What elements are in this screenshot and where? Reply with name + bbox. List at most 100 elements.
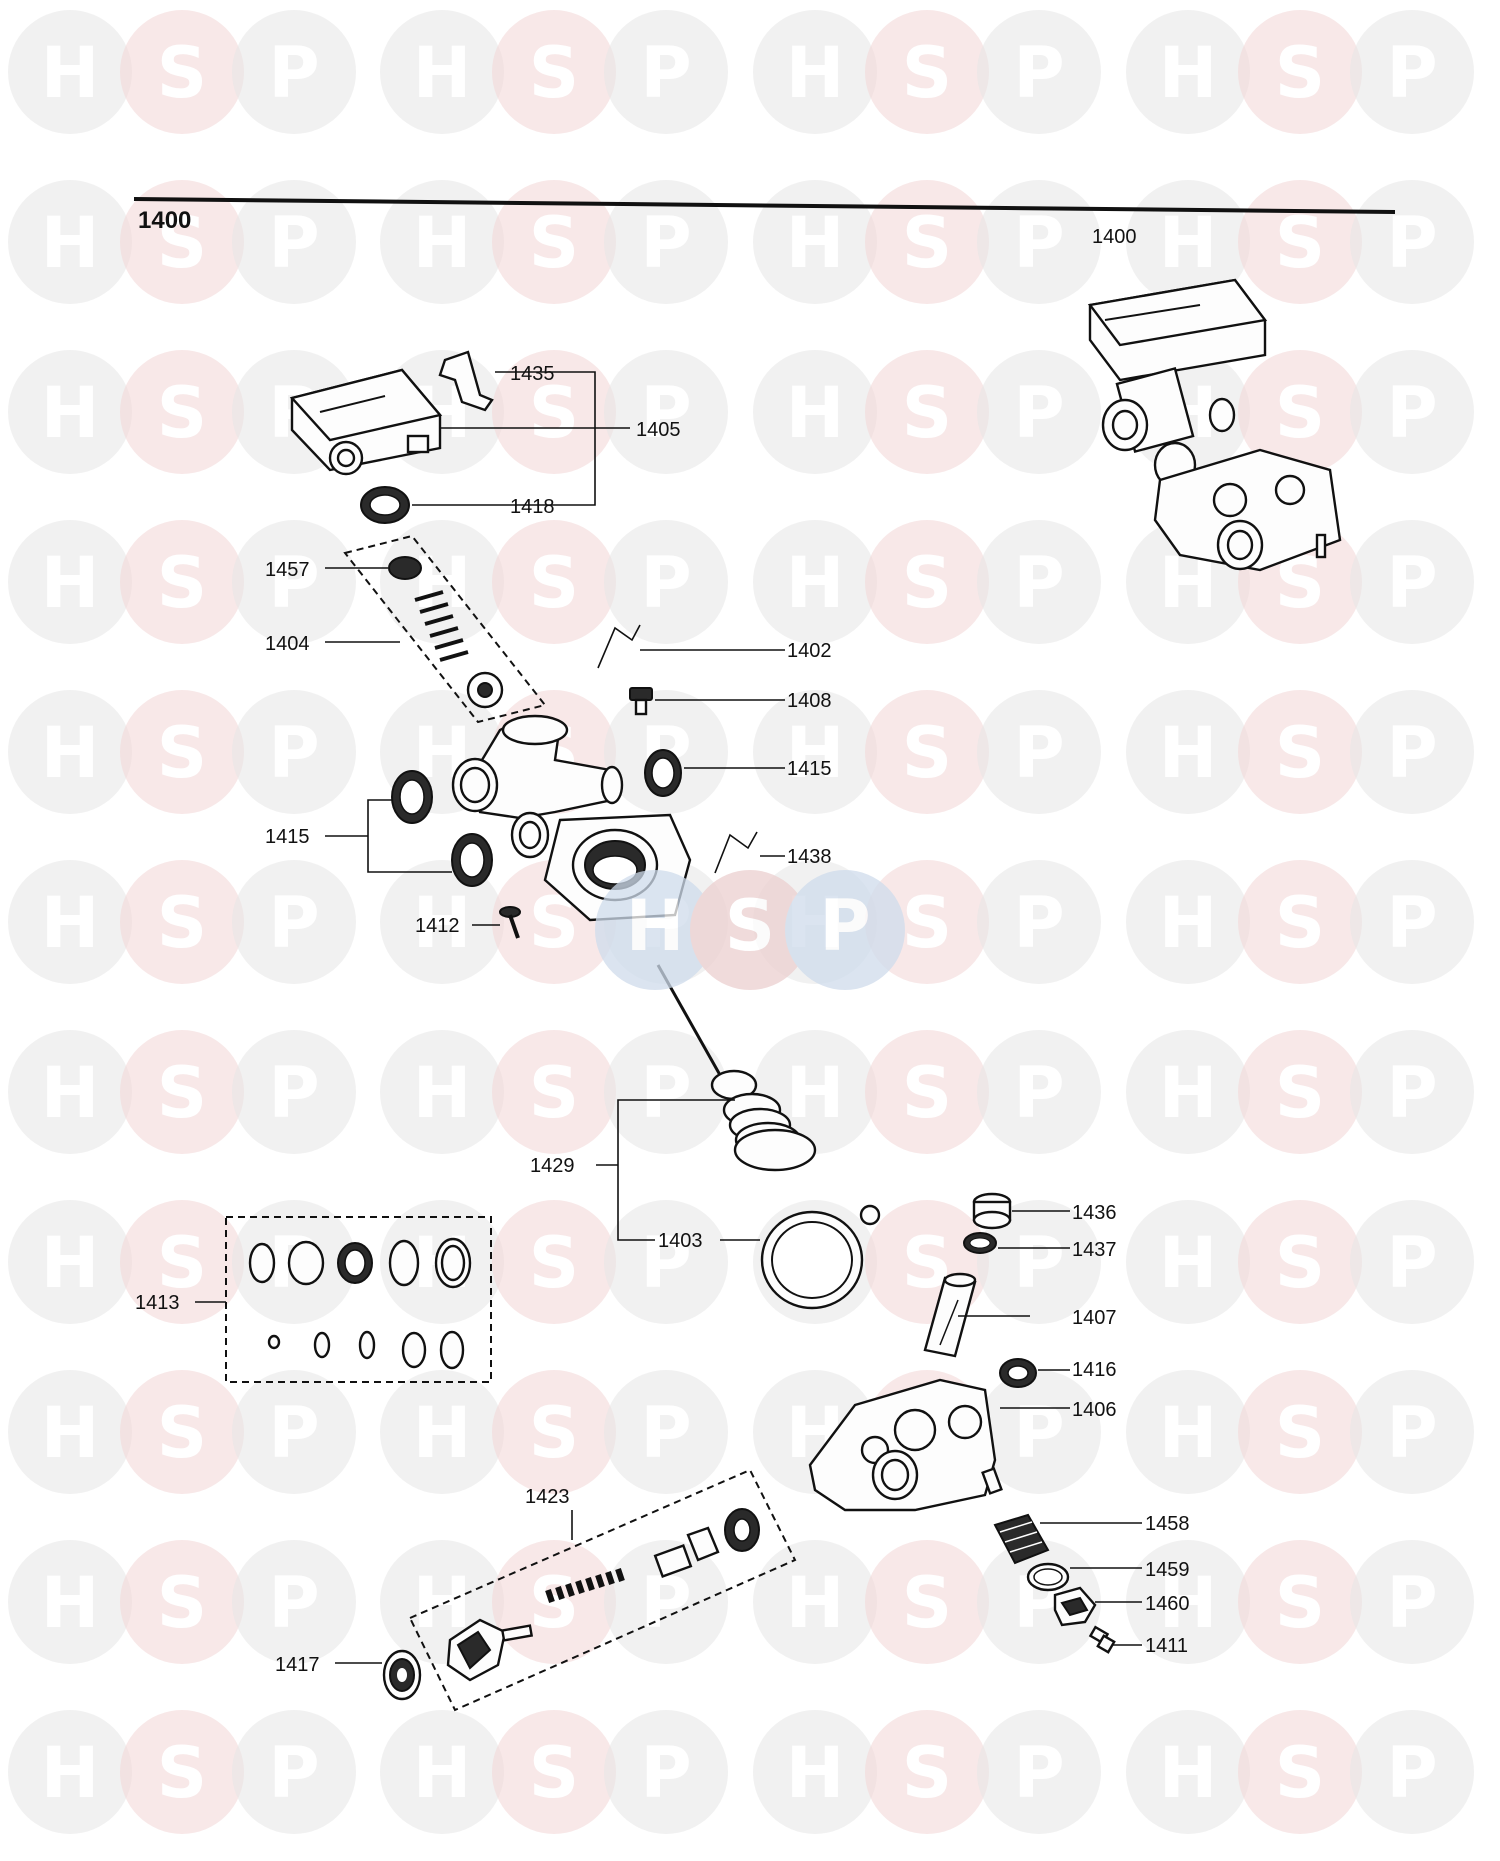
nut-1460[interactable] — [1053, 1586, 1097, 1627]
valve-housing-1406[interactable] — [808, 1378, 1003, 1512]
plug-1408[interactable] — [629, 687, 653, 716]
washer-1415-upper-left[interactable] — [391, 770, 433, 824]
watermark-letter: H — [1159, 1392, 1218, 1474]
watermark-letter: P — [268, 712, 319, 794]
valve-cover[interactable] — [289, 368, 443, 476]
callout-1423: 1423 — [525, 1486, 570, 1508]
watermark-letter: S — [902, 1732, 952, 1814]
drain-screw-1411[interactable] — [1088, 1625, 1116, 1654]
watermark-letter: P — [1386, 1562, 1437, 1644]
callout-1400: 1400 — [1092, 226, 1137, 248]
watermark-letter: S — [529, 202, 579, 284]
washer-1415-right[interactable] — [644, 749, 682, 797]
watermark-letter: S — [902, 542, 952, 624]
callout-1402: 1402 — [787, 640, 832, 662]
filter-1458[interactable] — [993, 1513, 1050, 1565]
hsp-watermark: HSPHSPHSPHSPHSPHSPHSPHSPHSPHSPHSPHSPHSPH… — [8, 10, 1474, 1834]
o-ring-kit[interactable] — [248, 1237, 472, 1370]
watermark-letter: S — [157, 1052, 207, 1134]
washer-1437[interactable] — [963, 1232, 997, 1254]
watermark-letter: P — [640, 542, 691, 624]
watermark-letter: H — [41, 1562, 100, 1644]
assembled-valve-unit[interactable] — [1087, 278, 1342, 572]
watermark-letter: P — [1013, 1732, 1064, 1814]
watermark-letter: H — [41, 202, 100, 284]
cap-1436[interactable] — [972, 1192, 1012, 1230]
seal-1416[interactable] — [999, 1358, 1037, 1388]
watermark-letter: H — [786, 542, 845, 624]
watermark-letter: H — [41, 372, 100, 454]
watermark-letter: H — [41, 712, 100, 794]
callout-1416: 1416 — [1072, 1359, 1117, 1381]
callout-1415-left: 1415 — [265, 826, 310, 848]
watermark-letter: S — [1275, 372, 1325, 454]
watermark-letter: P — [1013, 372, 1064, 454]
watermark-letter: S — [902, 882, 952, 964]
watermark-letter: H — [1159, 1562, 1218, 1644]
o-ring-seal[interactable] — [360, 486, 410, 524]
washer-1459[interactable] — [1026, 1562, 1070, 1592]
watermark-letter: H — [41, 542, 100, 624]
watermark-letter: H — [413, 1052, 472, 1134]
watermark-letter: S — [157, 1222, 207, 1304]
washer-1415-lower-left[interactable] — [451, 833, 493, 887]
watermark-letter: S — [1275, 32, 1325, 114]
callout-1407: 1407 — [1072, 1307, 1117, 1329]
watermark-letter: H — [1159, 712, 1218, 794]
spring-kit[interactable] — [388, 556, 504, 709]
logo-letter: S — [725, 885, 775, 967]
watermark-letter: S — [529, 372, 579, 454]
callout-1435: 1435 — [510, 363, 555, 385]
cartridge-1407[interactable] — [923, 1272, 977, 1358]
watermark-letter: H — [41, 1392, 100, 1474]
watermark-letter: P — [1013, 882, 1064, 964]
watermark-letter: P — [1386, 882, 1437, 964]
clip[interactable] — [438, 350, 494, 412]
watermark-letter: P — [1386, 1392, 1437, 1474]
seal-1417[interactable] — [382, 1649, 422, 1701]
watermark-letter: P — [640, 1222, 691, 1304]
screw-1412[interactable] — [499, 906, 521, 939]
watermark-letter: S — [902, 32, 952, 114]
watermark-letter: P — [640, 1052, 691, 1134]
callout-1418: 1418 — [510, 496, 555, 518]
watermark-letter: P — [1386, 712, 1437, 794]
watermark-letter: P — [1013, 542, 1064, 624]
watermark-letter: H — [413, 202, 472, 284]
watermark-letter: P — [268, 882, 319, 964]
callout-1459: 1459 — [1145, 1559, 1190, 1581]
watermark-letter: H — [1159, 882, 1218, 964]
diaphragm-assembly[interactable] — [656, 964, 817, 1172]
watermark-letter: H — [41, 1222, 100, 1304]
watermark-letter: P — [640, 32, 691, 114]
callout-1436: 1436 — [1072, 1202, 1117, 1224]
watermark-letter: P — [268, 1562, 319, 1644]
callout-1405: 1405 — [636, 419, 681, 441]
retaining-clip-1438[interactable] — [714, 831, 758, 874]
watermark-letter: H — [786, 712, 845, 794]
watermark-letter: P — [640, 1392, 691, 1474]
watermark-letter: H — [1159, 32, 1218, 114]
watermark-letter: S — [157, 1562, 207, 1644]
watermark-letter: S — [1275, 882, 1325, 964]
watermark-letter: P — [1386, 32, 1437, 114]
watermark-letter: P — [640, 1732, 691, 1814]
valve-kit-1423[interactable] — [446, 1508, 760, 1682]
watermark-letter: P — [640, 372, 691, 454]
watermark-letter: P — [1386, 202, 1437, 284]
watermark-letter: P — [268, 1052, 319, 1134]
watermark-letter: S — [157, 1392, 207, 1474]
watermark-letter: S — [157, 372, 207, 454]
watermark-letter: S — [1275, 1222, 1325, 1304]
watermark-letter: H — [41, 1052, 100, 1134]
watermark-letter: P — [1013, 202, 1064, 284]
gasket-1403[interactable] — [760, 1204, 881, 1310]
watermark-letter: H — [413, 882, 472, 964]
retaining-clip-1402[interactable] — [597, 624, 641, 669]
watermark-letter: P — [1013, 1392, 1064, 1474]
callout-1460: 1460 — [1145, 1593, 1190, 1615]
watermark-letter: P — [1386, 372, 1437, 454]
watermark-letter: H — [1159, 1732, 1218, 1814]
